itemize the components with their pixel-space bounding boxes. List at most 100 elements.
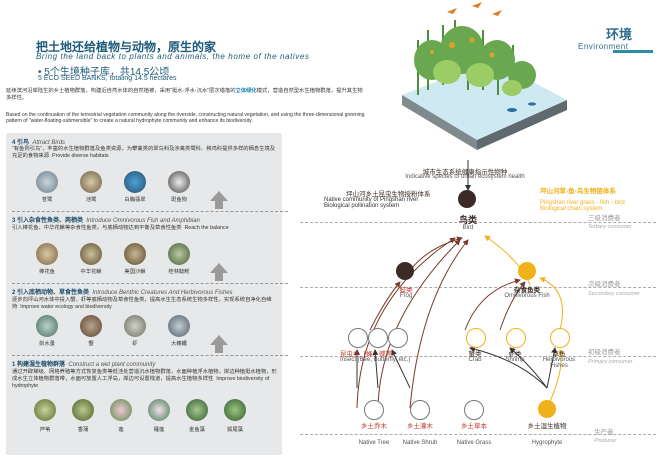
up-arrow-stem	[215, 345, 223, 353]
level-tertiary-en: Tertiary consumer	[588, 224, 632, 230]
level-tertiary-cn: 三级消费者	[588, 215, 621, 222]
item-label: 大鳍鳠	[171, 341, 187, 347]
bee-icon	[348, 328, 368, 348]
crab-icon	[466, 328, 486, 348]
stage-2-desc: 逐步向坪山河水体中投入蟹、虾等底栖动物及草食性鱼类，提高水生生态系统生物多样性，…	[12, 297, 278, 311]
gudgeon-photo	[36, 243, 58, 265]
stage-3-desc-en: Reach the balance	[184, 225, 229, 231]
environment-bar	[613, 50, 653, 53]
level-producer-en: Producer	[594, 438, 617, 444]
shrimp-photo	[124, 315, 146, 337]
page-title: 把土地还给植物与动物，原生的家	[36, 40, 217, 54]
insect-icon	[388, 328, 408, 348]
item-label: 狐尾藻	[227, 427, 243, 433]
stage-2-en: Introduce Benthic Creatures And Herbivor…	[92, 290, 233, 296]
item-label: 池鹭	[85, 197, 97, 203]
bird-label: 鸟类	[458, 215, 477, 225]
item-label: 蟹	[88, 341, 94, 347]
omnivorous-fish-label-en: Omnivorous Fish	[504, 293, 550, 299]
intro-cn-highlight: 立体绿化	[235, 88, 257, 94]
cyclops-photo	[36, 315, 58, 337]
level-rule-primary	[300, 356, 656, 357]
stage-2-heading: 2 引入底栖动物、草食性鱼类 Introduce Benthic Creatur…	[12, 287, 233, 296]
stage-1-en: Construct a wet plant community	[68, 362, 156, 368]
reed-photo	[34, 399, 56, 421]
waterlily-photo	[148, 399, 170, 421]
up-arrow-stem	[215, 273, 223, 281]
stage-4-desc-en: Provide diverse habitats	[52, 153, 109, 159]
indicator-label: 城市生态系统健康指示性物种	[422, 169, 508, 176]
seed-bank-subtitle: 5 ECO SEED BANKS, totaling 14.5 hectares	[38, 75, 177, 82]
stage-panel: 4 引鸟 Attract Birds “有鱼则引鸟”，丰富的水生植物群落及鱼类资…	[6, 133, 288, 455]
stage-2-desc-en: Improve water ecology and biodiversity	[20, 304, 112, 310]
grass-label-en: Native Grass	[456, 440, 492, 446]
heron-photo	[36, 171, 58, 193]
stage-3-desc: 引入棒花鱼、中华花鳅等杂食性鱼类，与底栖动物达到平衡及草食性鱼类 Reach t…	[12, 225, 278, 232]
stage-1-desc-en: Improve biodiversity of hydrophyte	[12, 376, 270, 389]
stage-3-heading: 3 引入杂食性鱼类、两栖类 Introduce Omnivorous Fish …	[12, 215, 200, 224]
insect-label-en: Insect (Bee, Butterfly, etc.)	[340, 357, 411, 363]
crab-label-en: Crab	[468, 357, 482, 363]
stage-2-num: 2 引入底栖动物、草食性鱼类	[12, 290, 90, 296]
shrub-label: 乡土灌木	[407, 423, 433, 430]
tree-icon	[364, 400, 384, 420]
item-label: 虾	[132, 341, 138, 347]
stage-divider	[12, 211, 288, 212]
frog-label-en: Frog	[399, 293, 413, 299]
environment-subtitle: Environment	[578, 42, 629, 51]
up-arrow-icon	[210, 191, 228, 201]
bird-icon	[458, 190, 476, 208]
level-producer-cn: 生产者	[594, 429, 614, 436]
frog-label: 蛙类	[399, 287, 413, 294]
stage-3-desc-cn: 引入棒花鱼、中华花鳅等杂食性鱼类，与底栖动物达到平衡及草食性鱼类	[12, 225, 182, 231]
item-label: 中华花鳅	[80, 269, 102, 275]
shrimp-icon	[506, 328, 526, 348]
shrub-icon	[410, 400, 430, 420]
page-subtitle: Bring the land back to plants and animal…	[36, 52, 310, 61]
lotus-photo	[110, 399, 132, 421]
wetland-illustration	[402, 2, 567, 150]
item-label: 白胸翡翠	[124, 197, 146, 203]
level-secondary-en: Secondary consumer	[588, 291, 640, 297]
herbivorous-fish-label: 草鱼	[552, 351, 566, 358]
grass-label: 乡土草本	[461, 423, 487, 430]
intro-cn-b: 模式，营造自然型水生植物群落，提升其生物多样性。	[6, 88, 363, 101]
indicator-label-en: Indicative species of urban ecosystem he…	[405, 174, 525, 180]
tree-label-en: Native Tree	[358, 440, 390, 446]
chain-label: 坪山河草-鱼-鸟生物链体系	[540, 188, 616, 195]
frog-icon	[396, 262, 414, 280]
item-label: 香蒲	[77, 427, 89, 433]
level-rule-producer	[300, 434, 656, 435]
intro-cn: 延续滨河沿岸陆生的乡土植物群落，构建近自然水体的自然植被，采用“挺水-浮水-沉水…	[6, 88, 366, 102]
stage-divider	[12, 355, 288, 356]
stage-1-heading: 1 构建湿生植物群落 Construct a wet plant communi…	[12, 359, 155, 368]
pied-kingfisher-photo	[168, 171, 190, 193]
environment-title: 环境	[606, 27, 633, 42]
stage-4-heading: 4 引鸟 Attract Birds	[12, 137, 65, 146]
hygrophyte-label: 乡土湿生植物	[527, 423, 567, 430]
crab-photo	[80, 315, 102, 337]
stage-4-desc: “有鱼则引鸟”，丰富的水生植物群落及鱼类资源，为攀禽类的翠鸟科及涉禽类鹭科、秧鸡…	[12, 146, 278, 160]
stage-4-desc-cn: “有鱼则引鸟”，丰富的水生植物群落及鱼类资源，为攀禽类的翠鸟科及涉禽类鹭科、秧鸡…	[12, 146, 276, 159]
herbivorous-fish-label-en: Herbivorous Fishes	[542, 357, 576, 369]
tree-label: 乡土乔木	[361, 423, 387, 430]
up-arrow-stem	[215, 201, 223, 209]
grass-icon	[464, 400, 484, 420]
intro-en: Based on the continuation of the terrest…	[6, 112, 365, 124]
item-label: 美国沙鳅	[124, 269, 146, 275]
stage-2-desc-cn: 逐步向坪山河水体中投入蟹、虾等底栖动物及草食性鱼类，提高水生生态系统生物多样性，…	[12, 297, 272, 310]
cattail-photo	[72, 399, 94, 421]
herbivorous-fish-icon	[550, 328, 570, 348]
catfish-photo	[168, 243, 190, 265]
sand-loach-photo	[124, 243, 146, 265]
bird-label-en: Bird	[462, 225, 474, 231]
stage-3-num: 3 引入杂食性鱼类、两栖类	[12, 218, 84, 224]
item-label: 苍鹭	[41, 197, 53, 203]
omnivorous-fish-icon	[518, 262, 536, 280]
item-label: 剑水蚤	[39, 341, 55, 347]
pond-heron-photo	[80, 171, 102, 193]
level-rule-tertiary	[300, 222, 656, 223]
item-label: 棒花鱼	[39, 269, 55, 275]
seed-bank-title: • 5个生境种子库，共14.5公顷	[38, 67, 170, 78]
